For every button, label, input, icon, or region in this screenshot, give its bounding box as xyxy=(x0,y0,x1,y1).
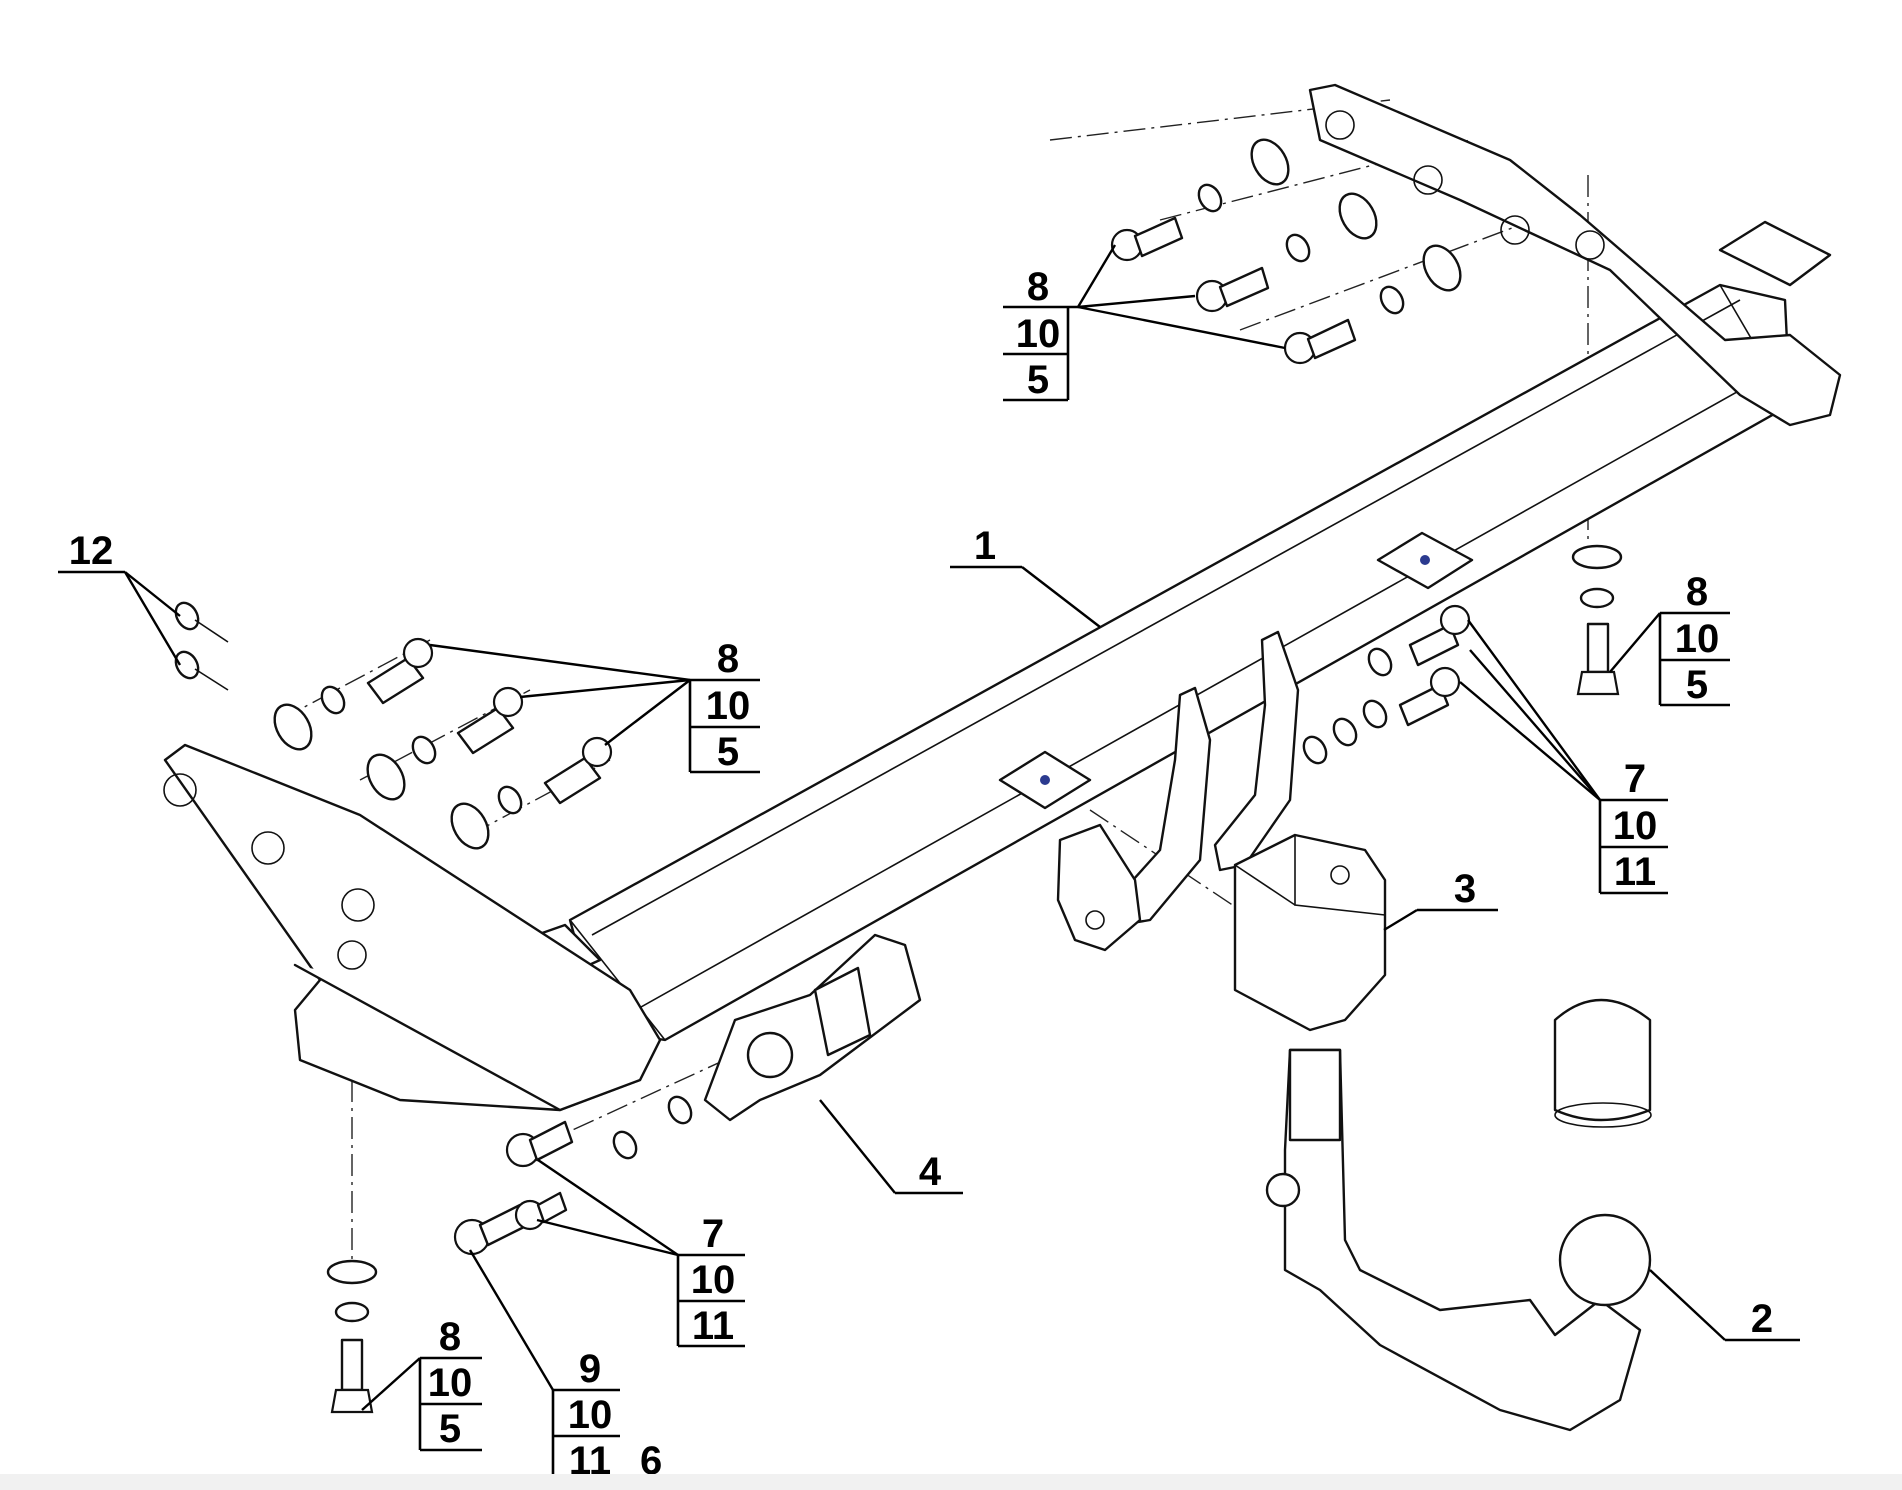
callout-front-bolts-line-2: 10 xyxy=(691,1258,736,1302)
callout-right-bolts-line-3: 11 xyxy=(1614,850,1656,894)
tow-ball-neck xyxy=(1265,998,1652,1432)
callout-stack-front-bolt9: 9 10 11 6 xyxy=(551,1347,662,1486)
callout-front-bolts-line-1: 7 xyxy=(702,1212,724,1256)
callout-left-line-1: 8 xyxy=(717,637,739,681)
callout-right-stud-line-1: 8 xyxy=(1686,570,1708,614)
callout-front-bolts-line-3: 11 xyxy=(692,1304,734,1348)
callout-bolt9-line-4: 6 xyxy=(640,1439,662,1483)
callout-stack-top: 8 10 5 xyxy=(1003,265,1078,402)
callout-bolt9-line-2: 10 xyxy=(568,1393,613,1437)
callout-left-stud-line-3: 5 xyxy=(439,1407,461,1451)
callout-top-line-1: 8 xyxy=(1027,265,1049,309)
leader-lines xyxy=(58,244,1800,1411)
callout-labels: 1 2 3 4 12 8 10 5 8 10 5 xyxy=(69,265,1773,1486)
callout-12-label: 12 xyxy=(69,529,114,573)
callout-top-line-2: 10 xyxy=(1016,312,1061,356)
callout-stack-front-bolts: 7 10 11 xyxy=(676,1212,745,1348)
callout-stack-left-stud: 8 10 5 xyxy=(418,1315,482,1452)
callout-2-label: 2 xyxy=(1751,1297,1773,1341)
callout-1-label: 1 xyxy=(974,524,996,568)
callout-right-bolts-line-2: 10 xyxy=(1613,804,1658,848)
left-side-bracket xyxy=(163,743,662,1112)
bottom-edge-strip xyxy=(0,1474,1902,1490)
front-bolt-set xyxy=(453,1095,693,1256)
left-bolt-set xyxy=(273,637,613,850)
callout-stack-right-stud: 8 10 5 xyxy=(1658,570,1730,707)
callout-left-line-2: 10 xyxy=(706,684,751,728)
rivets xyxy=(174,601,229,691)
right-side-bracket xyxy=(1308,83,1842,427)
callout-right-stud-line-3: 5 xyxy=(1686,663,1708,707)
ball-holder xyxy=(1233,833,1387,1032)
callout-top-line-3: 5 xyxy=(1027,358,1049,402)
callout-left-stud-line-2: 10 xyxy=(428,1361,473,1405)
callout-3-label: 3 xyxy=(1454,867,1476,911)
mount-plates xyxy=(1056,630,1300,952)
callout-left-stud-line-1: 8 xyxy=(439,1315,461,1359)
callout-stack-left: 8 10 5 xyxy=(688,637,760,774)
marker-dot-icon xyxy=(1420,555,1430,565)
callout-right-stud-line-2: 10 xyxy=(1675,617,1720,661)
right-bolt-set xyxy=(1302,604,1471,765)
left-stud-set xyxy=(326,1259,378,1414)
right-stud-set xyxy=(1571,544,1623,696)
marker-dot-icon xyxy=(1040,775,1050,785)
top-right-bolt-set xyxy=(1110,138,1462,365)
callout-stack-right-bolts: 7 10 11 xyxy=(1598,757,1668,895)
socket-bracket xyxy=(703,933,922,1122)
callout-right-bolts-line-1: 7 xyxy=(1624,757,1646,801)
callout-left-line-3: 5 xyxy=(717,730,739,774)
callout-4-label: 4 xyxy=(919,1150,942,1194)
callout-bolt9-line-1: 9 xyxy=(579,1347,601,1391)
